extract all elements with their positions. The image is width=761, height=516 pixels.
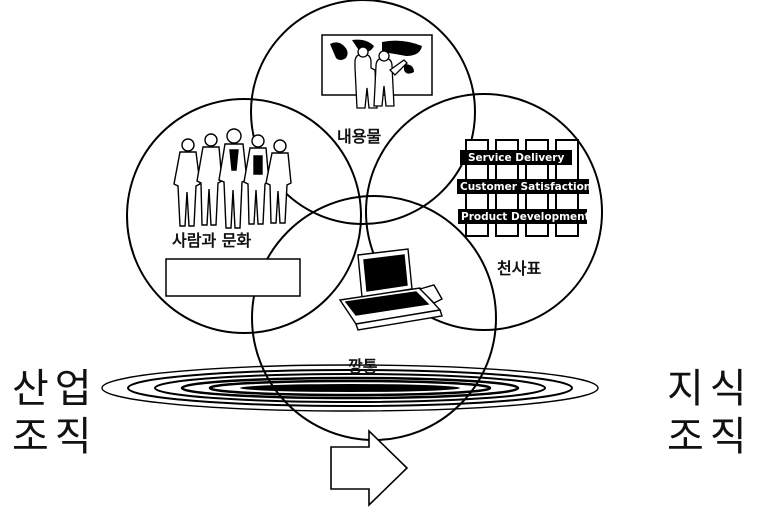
wall-bar-2: Product Development	[458, 209, 590, 224]
swirl-disc	[101, 364, 599, 412]
circle-top	[250, 0, 476, 225]
wall-bar-0-label: Service Delivery	[468, 152, 564, 164]
right-arrow-icon	[330, 429, 409, 507]
from-label-line2: 조직	[12, 414, 98, 460]
circle-left	[126, 98, 362, 334]
to-label: 지식 조직	[667, 365, 753, 461]
circle-left-label: 사람과 문화	[172, 231, 251, 250]
wall-bar-0: Service Delivery	[460, 150, 572, 165]
circle-right-label: 천사표	[497, 259, 541, 278]
text-box	[165, 258, 301, 297]
circle-bottom-label: 깡통	[348, 357, 378, 376]
wall-bar-2-label: Product Development	[461, 211, 590, 223]
laptop-icon	[338, 248, 443, 331]
wall-bar-1: Customer Satisfaction	[457, 179, 591, 194]
people-group-icon	[173, 128, 292, 229]
from-label: 산업 조직	[12, 365, 98, 461]
wall-bar-1-label: Customer Satisfaction	[460, 181, 591, 193]
to-label-line2: 조직	[667, 414, 753, 460]
circle-right	[365, 93, 603, 331]
from-label-line1: 산업	[12, 366, 98, 412]
circle-top-label: 내용물	[337, 127, 381, 146]
world-map-presentation-icon	[321, 34, 433, 109]
to-label-line1: 지식	[667, 366, 753, 412]
